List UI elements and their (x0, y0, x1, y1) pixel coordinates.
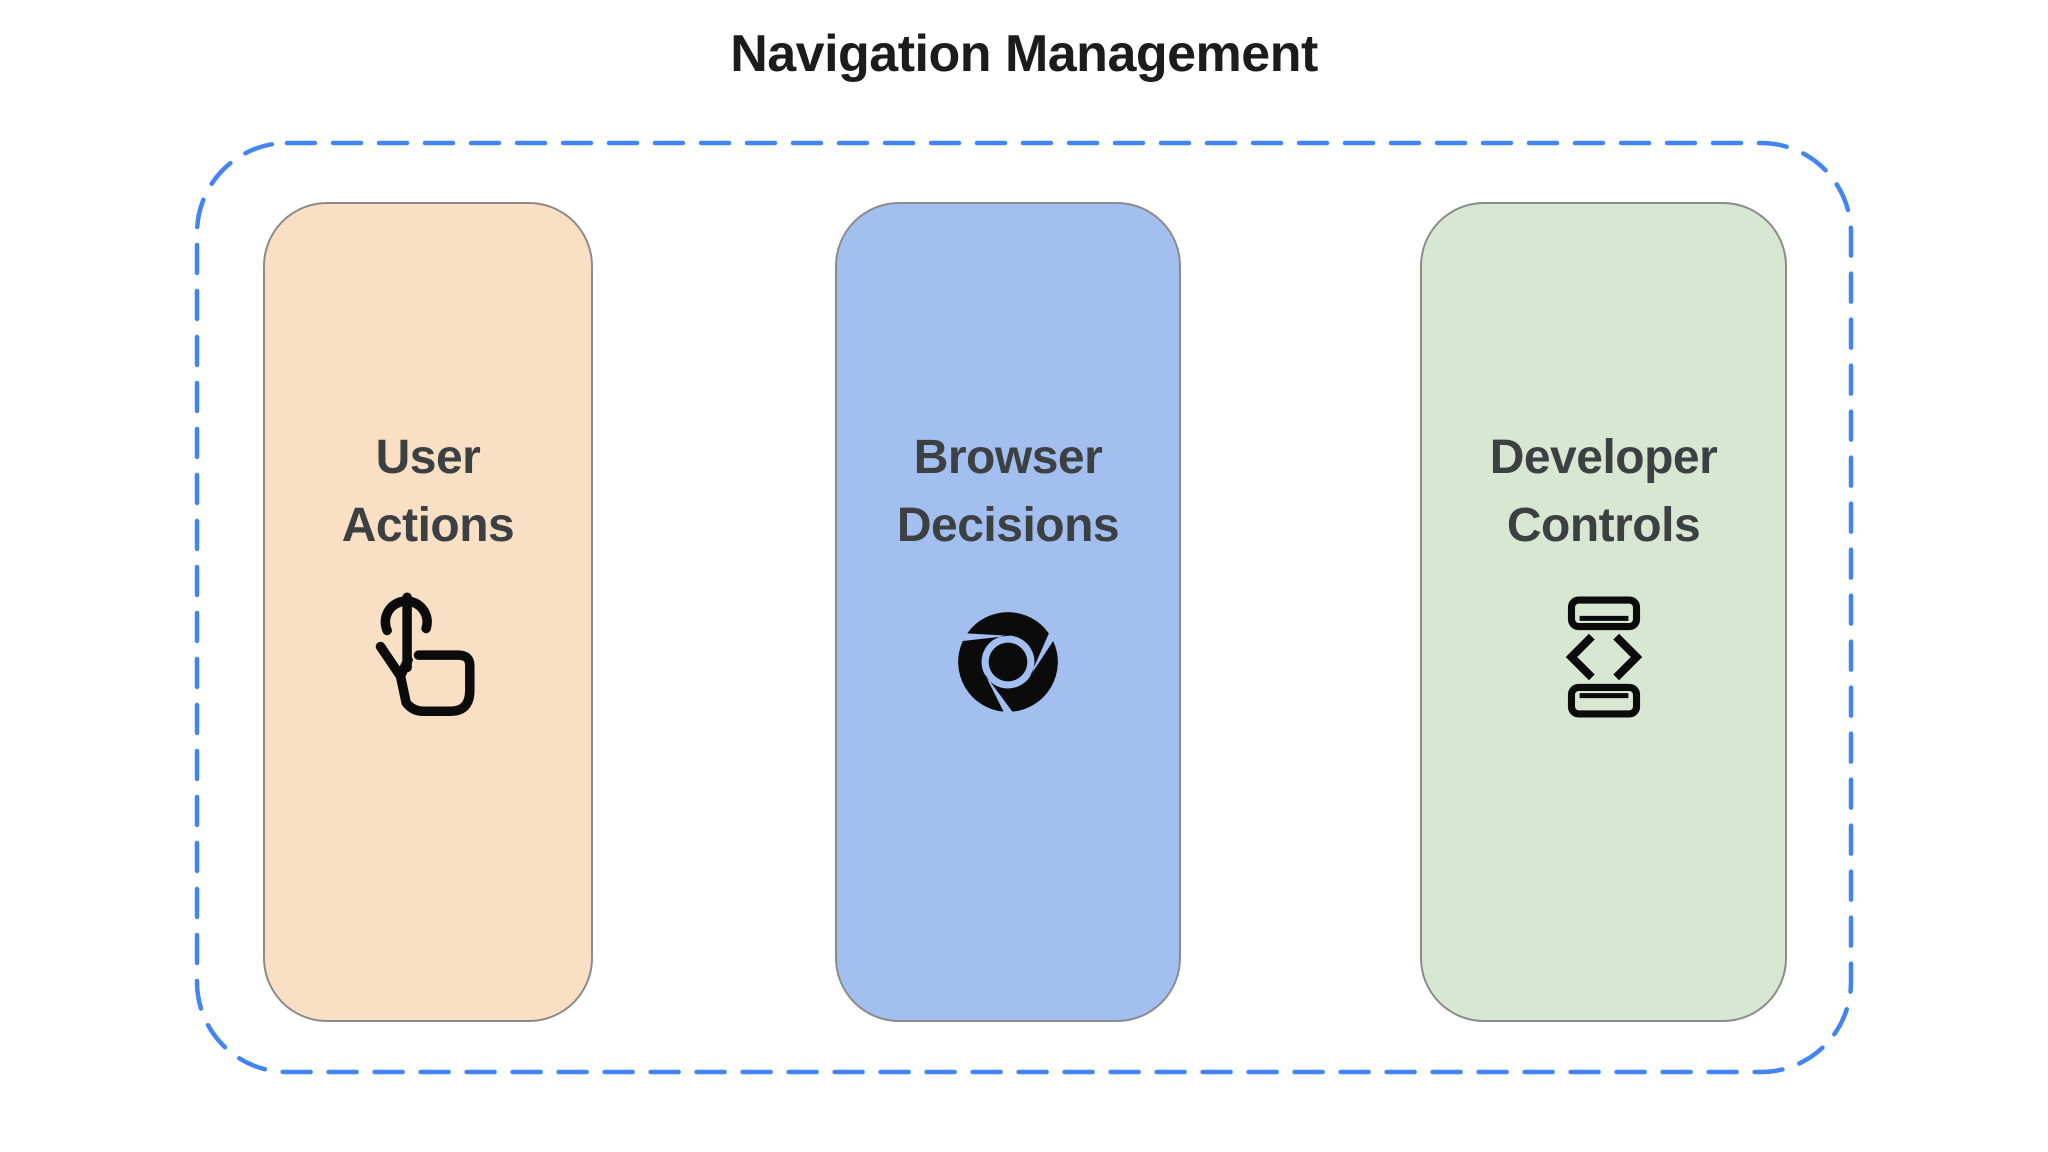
card-browser-decisions-label: Browser Decisions (896, 431, 1120, 553)
page-title: Navigation Management (730, 25, 1318, 83)
chrome-browser-icon (952, 606, 1064, 718)
card-browser-decisions: Browser Decisions (835, 202, 1181, 1022)
card-user-actions-label: User Actions (341, 431, 515, 553)
card-user-actions: User Actions (263, 202, 593, 1022)
touch-gesture-icon (371, 582, 485, 734)
card-developer-controls-label: Developer Controls (1489, 431, 1718, 553)
developer-mode-icon (1559, 594, 1649, 720)
card-developer-controls: Developer Controls (1420, 202, 1787, 1022)
